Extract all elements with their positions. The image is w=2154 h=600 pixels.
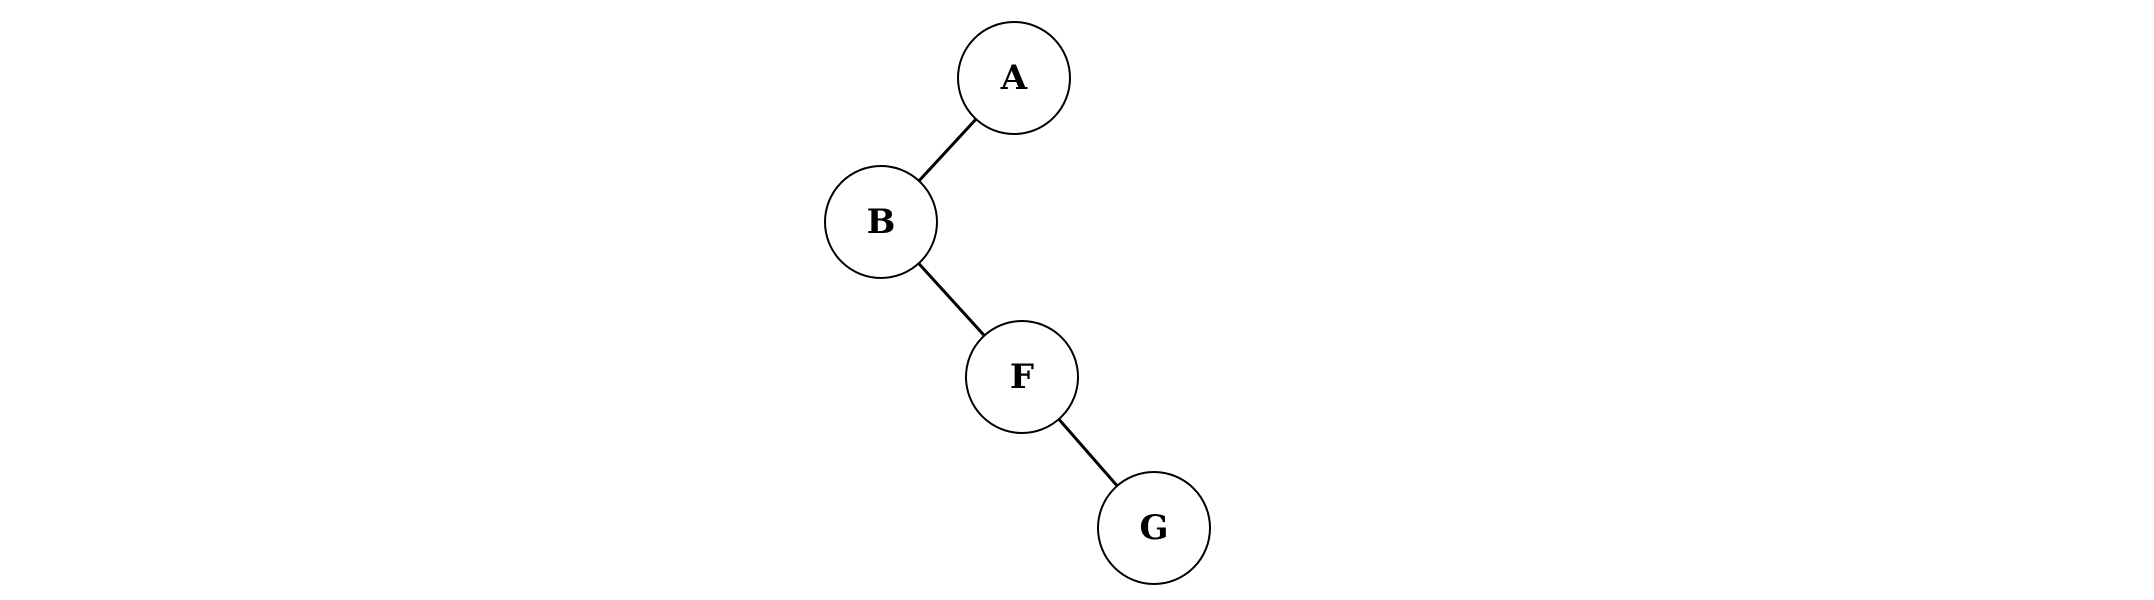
node-g: G	[1097, 471, 1211, 585]
node-g-label: G	[1139, 508, 1168, 548]
node-g-circle	[1097, 471, 1211, 585]
node-f-label: F	[1010, 357, 1034, 397]
node-b: B	[824, 165, 938, 279]
node-f-circle	[965, 320, 1079, 434]
node-a: A	[957, 21, 1071, 135]
node-a-label: A	[1000, 58, 1028, 98]
node-b-circle	[824, 165, 938, 279]
node-a-circle	[957, 21, 1071, 135]
node-f: F	[965, 320, 1079, 434]
node-b-label: B	[867, 202, 896, 242]
